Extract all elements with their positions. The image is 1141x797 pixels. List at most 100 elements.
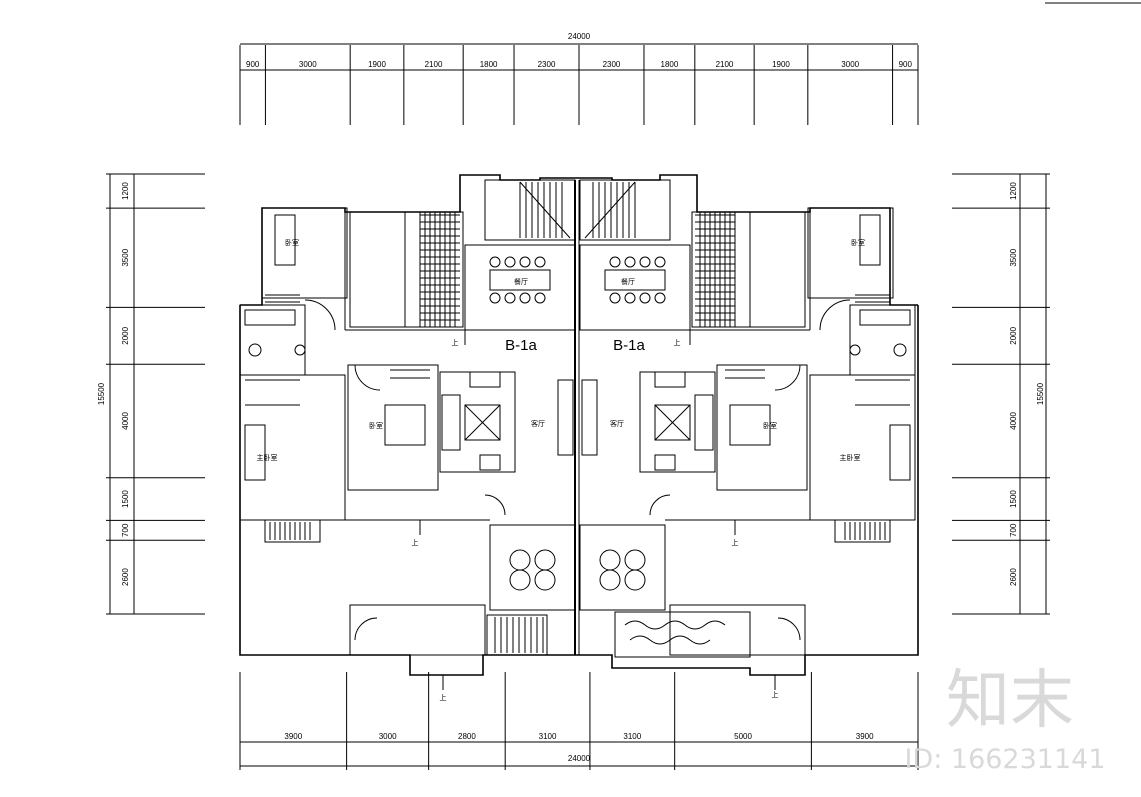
- dimension-label: 1900: [368, 60, 386, 69]
- dining-chair: [639, 256, 651, 268]
- plan-linework: [106, 2, 1141, 770]
- dimension-label: 1900: [772, 60, 790, 69]
- toilet: [294, 344, 306, 356]
- entry-room: [489, 524, 576, 611]
- bed: [859, 214, 881, 266]
- label-up: 上: [412, 538, 419, 547]
- garden-plants: [624, 620, 726, 645]
- dining-table: [489, 269, 551, 291]
- label-dining-left: 餐厅: [514, 277, 528, 286]
- dining-chair: [504, 292, 516, 304]
- bottom-room: [349, 604, 486, 656]
- kitchen-room: [691, 211, 751, 328]
- sofa: [441, 394, 461, 451]
- sofa: [694, 394, 714, 451]
- round-table: [534, 569, 556, 591]
- unit-code-left: B-1a: [505, 337, 537, 354]
- round-table: [599, 569, 621, 591]
- stair-arrow: [584, 181, 636, 239]
- dimension-overall-label: 15500: [97, 382, 106, 405]
- dimension-label: 1200: [1009, 182, 1018, 200]
- master-bedroom-room: [809, 374, 916, 521]
- watermark-id: ID: 166231141: [904, 744, 1105, 775]
- kitchen-room: [404, 211, 464, 328]
- dining-chair: [639, 292, 651, 304]
- master-bedroom-room: [239, 374, 346, 521]
- stair-arrow: [519, 181, 571, 239]
- label-up: 上: [772, 690, 779, 699]
- dimension-label: 3000: [379, 732, 397, 741]
- dining-chair: [519, 292, 531, 304]
- dimension-label: 5000: [734, 732, 752, 741]
- dimension-label: 2300: [538, 60, 556, 69]
- balcony-stair: [264, 519, 321, 543]
- label-master-bedroom-left: 主卧室: [257, 453, 278, 462]
- bathtub: [859, 309, 911, 326]
- round-table: [624, 549, 646, 571]
- dimension-label: 3900: [284, 732, 302, 741]
- building-outline: [239, 305, 919, 676]
- dining-chair: [534, 292, 546, 304]
- door-swing: [819, 299, 851, 331]
- dimension-label: 2000: [1009, 326, 1018, 344]
- dining-room: [579, 244, 691, 331]
- dimension-label: 2100: [425, 60, 443, 69]
- bedroom-room: [807, 207, 894, 299]
- stair-shaft: [484, 179, 576, 241]
- dimension-label: 900: [246, 60, 260, 69]
- round-table: [509, 569, 531, 591]
- dimension-label: 3500: [1009, 248, 1018, 266]
- toilet: [849, 344, 861, 356]
- label-up: 上: [674, 338, 681, 347]
- dimension-label: 3000: [841, 60, 859, 69]
- armchair: [654, 454, 676, 471]
- label-up: 上: [732, 538, 739, 547]
- coffee-table-x: [654, 404, 691, 441]
- dimension-overall-label: 15500: [1036, 382, 1045, 405]
- dining-chair: [519, 256, 531, 268]
- dimension-label: 2100: [716, 60, 734, 69]
- door-swing: [354, 364, 381, 391]
- dimension-label: 3100: [539, 732, 557, 741]
- washbasin: [248, 343, 262, 357]
- washbasin: [893, 343, 907, 357]
- bedroom-room: [261, 207, 348, 299]
- dimension-label: 3500: [121, 248, 130, 266]
- unit-code-right: B-1a: [613, 337, 645, 354]
- dimension-label: 3000: [299, 60, 317, 69]
- dimension-label: 900: [899, 60, 913, 69]
- dimension-label: 4000: [121, 412, 130, 430]
- watermark: 知末 ID: 166231141: [904, 664, 1105, 775]
- label-master-bedroom-right: 主卧室: [840, 453, 861, 462]
- label-bedroom-right-mid: 卧室: [763, 421, 777, 430]
- dimension-label: 3100: [623, 732, 641, 741]
- label-bedroom-left-top: 卧室: [285, 238, 299, 247]
- dimension-label: 2300: [603, 60, 621, 69]
- label-up: 上: [440, 693, 447, 702]
- dining-chair: [609, 256, 621, 268]
- dimension-label: 700: [1009, 523, 1018, 537]
- round-table: [534, 549, 556, 571]
- dining-chair: [489, 256, 501, 268]
- dining-table: [604, 269, 666, 291]
- label-dining-right: 餐厅: [621, 277, 635, 286]
- round-table: [624, 569, 646, 591]
- bottom-room: [669, 604, 806, 656]
- dining-room: [464, 244, 576, 331]
- label-bedroom-left-mid: 卧室: [369, 421, 383, 430]
- label-living-left: 客厅: [531, 419, 545, 428]
- door-swing: [649, 494, 671, 516]
- dining-chair: [654, 256, 666, 268]
- bed: [274, 214, 296, 266]
- round-table: [599, 549, 621, 571]
- door-swing: [304, 299, 336, 331]
- dimension-label: 4000: [1009, 412, 1018, 430]
- balcony-stair: [834, 519, 891, 543]
- sofa: [469, 371, 501, 388]
- dimension-label: 2600: [1009, 568, 1018, 586]
- coffee-table-x: [464, 404, 501, 441]
- bathroom-room: [349, 211, 406, 328]
- watermark-logo: 知末: [946, 664, 1074, 738]
- dimension-label: 1800: [480, 60, 498, 69]
- label-living-right: 客厅: [610, 419, 624, 428]
